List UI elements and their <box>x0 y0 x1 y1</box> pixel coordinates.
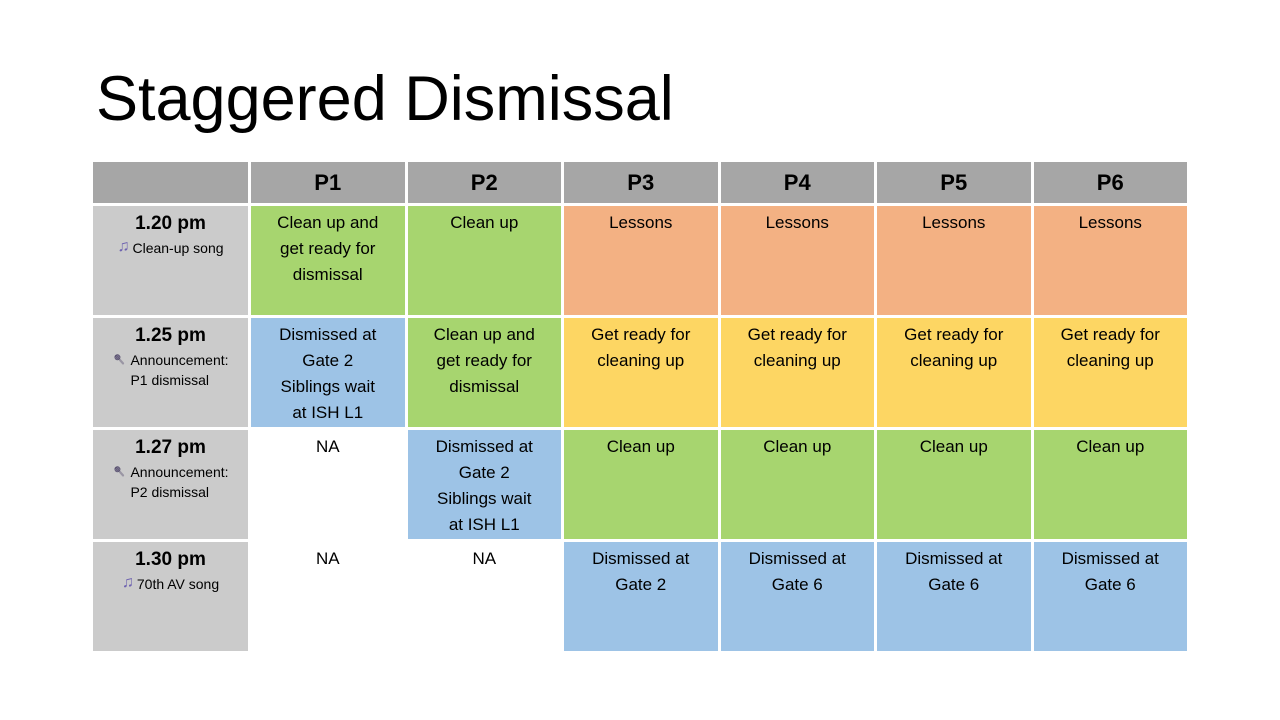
music-notes-icon: ♫ <box>121 574 134 591</box>
row-note-text: Announcement: P1 dismissal <box>130 352 229 388</box>
schedule-cell: Get ready for cleaning up <box>1033 318 1187 427</box>
schedule-cell: Dismissed at Gate 2 <box>564 542 718 651</box>
schedule-cell: NA <box>315 437 340 456</box>
schedule-cell: Clean up <box>407 206 561 315</box>
schedule-cell: Clean up <box>877 430 1031 539</box>
schedule-cell: Lessons <box>877 206 1031 315</box>
row-note: ♫ Clean-up song <box>97 238 244 258</box>
schedule-cell: Clean up and get ready for dismissal <box>407 318 561 427</box>
schedule-cell: Get ready for cleaning up <box>720 318 874 427</box>
row-note-text: Clean-up song <box>132 240 224 256</box>
column-header-p3: P3 <box>564 162 718 203</box>
schedule-cell: Clean up <box>720 430 874 539</box>
column-header-p1: P1 <box>251 162 405 203</box>
schedule-cell: Clean up <box>1033 430 1187 539</box>
column-header-p5: P5 <box>877 162 1031 203</box>
schedule-cell: Dismissed at Gate 2 Siblings wait at ISH… <box>251 318 405 427</box>
row-header-130pm: 1.30 pm ♫ 70th AV song <box>93 542 248 651</box>
dismissal-schedule-table: P1 P2 P3 P4 P5 P6 1.20 pm ♫ Clean-up son… <box>93 162 1187 651</box>
schedule-cell: Get ready for cleaning up <box>564 318 718 427</box>
schedule-cell: Lessons <box>1033 206 1187 315</box>
row-header-120pm: 1.20 pm ♫ Clean-up song <box>93 206 248 315</box>
schedule-cell: NA <box>315 549 340 568</box>
music-notes-icon: ♫ <box>117 238 130 255</box>
schedule-cell: Clean up and get ready for dismissal <box>251 206 405 315</box>
row-note: Announcement: P2 dismissal <box>97 462 244 502</box>
row-note-text: 70th AV song <box>136 576 220 592</box>
schedule-cell: Dismissed at Gate 2 Siblings wait at ISH… <box>407 430 561 539</box>
schedule-cell: Lessons <box>564 206 718 315</box>
schedule-cell: Dismissed at Gate 6 <box>877 542 1031 651</box>
row-time: 1.27 pm <box>135 437 206 458</box>
row-header-125pm: 1.25 pm Announcement: P1 dismissal <box>93 318 248 427</box>
column-header-p4: P4 <box>720 162 874 203</box>
slide-title: Staggered Dismissal <box>96 64 674 134</box>
schedule-cell: Dismissed at Gate 6 <box>1033 542 1187 651</box>
table-corner-cell <box>93 162 248 203</box>
row-time: 1.25 pm <box>135 325 206 346</box>
row-time: 1.20 pm <box>135 213 206 234</box>
schedule-cell: Dismissed at Gate 6 <box>720 542 874 651</box>
schedule-cell: Lessons <box>720 206 874 315</box>
row-note-text: Announcement: P2 dismissal <box>130 464 229 500</box>
microphone-icon <box>112 462 127 479</box>
schedule-cell: Clean up <box>564 430 718 539</box>
schedule-cell: Get ready for cleaning up <box>877 318 1031 427</box>
row-note: Announcement: P1 dismissal <box>97 350 244 390</box>
row-header-127pm: 1.27 pm Announcement: P2 dismissal <box>93 430 248 539</box>
microphone-icon <box>112 350 127 367</box>
row-note: ♫ 70th AV song <box>97 574 244 594</box>
row-time: 1.30 pm <box>135 549 206 570</box>
column-header-p6: P6 <box>1033 162 1187 203</box>
column-header-p2: P2 <box>407 162 561 203</box>
schedule-cell: NA <box>472 549 497 568</box>
